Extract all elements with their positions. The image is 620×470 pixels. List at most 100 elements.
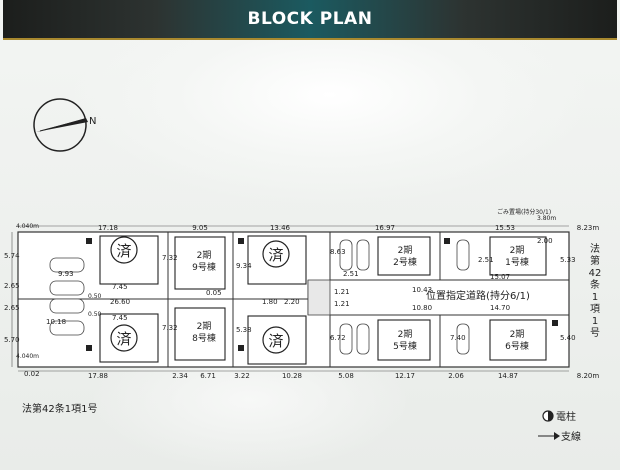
dim-left: 2.65 — [4, 282, 20, 290]
garbage-label: ごみ置場(持分30/1) — [497, 208, 551, 216]
dim-bottom: 12.17 — [395, 372, 415, 380]
private-road-label: 位置指定道路(持分6/1) — [426, 289, 530, 302]
dim-inner: 14.70 — [490, 304, 510, 312]
dim-inner: 0.05 — [206, 289, 222, 297]
dim-bottom: 10.28 — [282, 372, 302, 380]
lot-label: 2期 — [510, 329, 525, 340]
dim-top: 15.53 — [495, 224, 515, 232]
compass-north-label: N — [89, 116, 96, 127]
branch-line-icon — [538, 432, 560, 440]
dim-bottom: 2.06 — [448, 372, 464, 380]
legend-branch-label: 支線 — [561, 430, 581, 443]
dim-top: 16.97 — [375, 224, 395, 232]
dim-inner: 8.63 — [330, 248, 346, 256]
dim-inner: 10.18 — [46, 318, 66, 326]
lot-label: 8号棟 — [192, 332, 216, 344]
sold-mark-1 — [110, 236, 138, 264]
dim-inner: 1.21 — [334, 300, 350, 308]
dim-inner: 9.93 — [58, 270, 74, 278]
dim-inner: 7.40 — [450, 334, 466, 342]
dim-inner: 7.45 — [112, 283, 128, 291]
dim-left: 2.65 — [4, 304, 20, 312]
building-ki2-1 — [489, 236, 547, 276]
dim-top: 17.18 — [98, 224, 118, 232]
lot-label: 2号棟 — [393, 256, 417, 268]
title-banner: BLOCK PLAN — [3, 0, 617, 40]
east-road-char: 号 — [590, 327, 600, 339]
lot-label: 2期 — [510, 245, 525, 256]
east-road-char: 1 — [592, 292, 598, 303]
dim-inner: 5.33 — [560, 256, 576, 264]
compass-icon: N — [33, 98, 96, 152]
pole-markers — [86, 238, 558, 351]
legend-pole-label: 電柱 — [556, 410, 576, 423]
dim-top: 8.23m — [577, 224, 600, 232]
lot-label: 6号棟 — [505, 340, 529, 352]
dim-inner: 6.72 — [330, 334, 346, 342]
lot-label: 9号棟 — [192, 261, 216, 273]
dim-bottom: 14.87 — [498, 372, 518, 380]
lot-label: 2期 — [197, 321, 212, 332]
dim-inner: 1.21 — [334, 288, 350, 296]
dim-inner: 15.07 — [490, 273, 510, 281]
east-road-char: 第 — [590, 254, 600, 267]
sold-mark-3 — [262, 240, 290, 268]
dim-inner: 5.40 — [560, 334, 576, 342]
dim-inner: 2.51 — [478, 256, 494, 264]
sold-label-1: 済 — [116, 242, 131, 260]
dim-inner: 26.60 — [110, 298, 130, 306]
dim-left: 5.70 — [4, 336, 20, 344]
dim-left: 5.74 — [4, 252, 20, 260]
dim-inner: 2.20 — [284, 298, 300, 306]
dim-bottom: 8.20m — [577, 372, 600, 380]
lot-label: 2期 — [197, 250, 212, 261]
dim-bottom: 17.88 — [88, 372, 108, 380]
east-road-char: 42 — [589, 268, 602, 279]
dim-inner: 5.38 — [236, 326, 252, 334]
dim-inner: 0.50 — [88, 293, 102, 300]
lot-label: 5号棟 — [393, 340, 417, 352]
lot-label: 2期 — [398, 329, 413, 340]
east-road-char: 1 — [592, 316, 598, 327]
building-sold-2 — [99, 313, 159, 363]
east-road-char: 法 — [590, 242, 600, 255]
dim-inner: 10.80 — [412, 304, 432, 312]
south-road-label: 法第42条1項1号 — [22, 402, 97, 415]
sold-mark-4 — [262, 326, 290, 354]
dim-bottom: 6.71 — [200, 372, 216, 380]
building-ki2-8 — [174, 307, 226, 361]
dim-inner: 10.43 — [412, 286, 432, 294]
dim-top: 13.46 — [270, 224, 291, 232]
building-ki2-5 — [377, 319, 431, 361]
page-title: BLOCK PLAN — [247, 9, 373, 29]
dim-bottom: 2.34 — [172, 372, 188, 380]
sold-mark-2 — [110, 324, 138, 352]
dim-left: 4.040m — [16, 223, 39, 230]
private-road-entry — [307, 279, 331, 316]
east-road-char: 条 — [590, 278, 600, 291]
dim-inner: 2.51 — [343, 270, 359, 278]
dim-top: 9.05 — [192, 224, 208, 232]
dim-bottom: 5.08 — [338, 372, 354, 380]
dim-inner: 0.50 — [88, 311, 102, 318]
lot-label: 2期 — [398, 245, 413, 256]
dim-bottom: 3.22 — [234, 372, 250, 380]
east-road-char: 項 — [590, 303, 600, 315]
building-ki2-6 — [489, 319, 547, 361]
dim-inner: 7.32 — [162, 324, 178, 332]
dim-left: 4.040m — [16, 353, 39, 360]
dim-inner: 9.34 — [236, 262, 252, 270]
dim-inner: 2.00 — [537, 237, 553, 245]
sold-label-2: 済 — [116, 330, 131, 348]
building-ki2-9 — [174, 236, 226, 290]
lot-label: 1号棟 — [505, 256, 529, 268]
sold-label-3: 済 — [268, 246, 283, 264]
dim-inner: 7.45 — [112, 314, 128, 322]
dim-inner: 7.32 — [162, 254, 178, 262]
sold-label-4: 済 — [268, 332, 283, 350]
utility-pole-icon — [542, 410, 554, 422]
dim-left: 0.02 — [24, 370, 40, 378]
building-ki2-2 — [377, 236, 431, 276]
dim-inner: 3.80m — [537, 215, 556, 222]
